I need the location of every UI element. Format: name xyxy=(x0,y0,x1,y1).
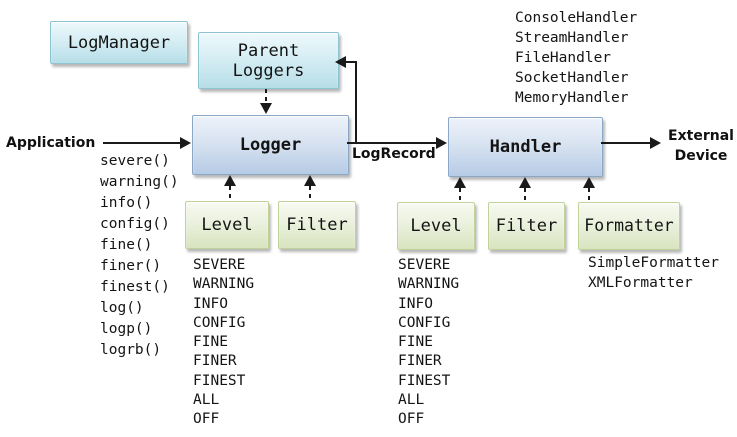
list-item: FINER xyxy=(398,353,442,370)
formatter-to-handler-arrowhead-icon xyxy=(583,177,595,188)
logger-levels-list: SEVERE WARNING INFO CONFIG FINE FINER FINEST AL… xyxy=(193,256,254,430)
list-item: CONFIG xyxy=(193,314,246,331)
list-item: OFF xyxy=(193,411,220,428)
list-item: Device xyxy=(674,148,728,164)
logger-label: Logger xyxy=(239,135,302,155)
list-item: FINEST xyxy=(193,372,246,389)
application-to-logger-arrowhead-icon xyxy=(180,137,191,149)
list-item: Loggers xyxy=(232,60,305,81)
list-item: ALL xyxy=(193,392,220,409)
list-item: ALL xyxy=(398,392,425,409)
handler-levels-list: SEVERE WARNING INFO CONFIG FINE FINER FINEST AL… xyxy=(398,256,459,430)
list-item: WARNING xyxy=(193,276,255,293)
list-item: WARNING xyxy=(398,276,460,293)
level-to-logger-arrowhead-icon xyxy=(224,175,236,186)
list-item: FileHandler xyxy=(515,50,612,66)
level-to-handler-dashed-line xyxy=(459,188,461,202)
logger-filter-label: Filter xyxy=(286,215,348,235)
list-item: fine() xyxy=(100,237,153,253)
list-item: info() xyxy=(100,195,153,211)
list-item: OFF xyxy=(398,411,425,428)
handler-to-external-line xyxy=(601,142,650,144)
list-item: SimpleFormatter xyxy=(588,255,719,271)
level-to-logger-dashed-line xyxy=(229,186,231,201)
list-item: StreamHandler xyxy=(515,30,629,46)
list-item: INFO xyxy=(398,295,433,312)
list-item: FINEST xyxy=(398,372,451,389)
application-to-logger-line xyxy=(103,142,180,144)
filter-to-logger-dashed-line xyxy=(309,186,311,201)
list-item: SEVERE xyxy=(193,257,246,273)
logger-level-node: Level xyxy=(185,201,269,249)
filter-to-logger-arrowhead-icon xyxy=(304,175,316,186)
list-item: FINE xyxy=(193,334,228,351)
list-item: MemoryHandler xyxy=(515,90,629,106)
list-item: XMLFormatter xyxy=(588,275,693,291)
list-item: INFO xyxy=(193,295,228,312)
list-item: logp() xyxy=(100,321,153,337)
formatter-to-handler-dashed-line xyxy=(588,188,590,202)
handler-node: Handler xyxy=(448,117,603,177)
list-item: config() xyxy=(100,216,170,232)
logger-filter-node: Filter xyxy=(278,201,356,249)
handler-filter-label: Filter xyxy=(495,216,558,236)
list-item: FINER xyxy=(193,353,237,370)
handler-level-label: Level xyxy=(410,216,462,236)
list-item: finest() xyxy=(100,279,170,295)
logger-to-parent-horizontal-line xyxy=(346,61,357,63)
list-item: External xyxy=(668,128,734,144)
list-item: Parent xyxy=(237,40,300,61)
logger-to-handler-arrowhead-icon xyxy=(436,137,447,149)
logger-level-label: Level xyxy=(201,215,253,235)
filter-to-handler-dashed-line xyxy=(524,188,526,202)
list-item: CONFIG xyxy=(398,314,451,331)
list-item: warning() xyxy=(100,174,179,190)
handler-to-external-arrowhead-icon xyxy=(650,137,661,149)
logger-to-parent-vertical-line xyxy=(355,61,357,144)
logger-node: Logger xyxy=(192,115,349,175)
log-manager-label: LogManager xyxy=(67,32,171,53)
list-item: ConsoleHandler xyxy=(515,10,638,26)
list-item: SocketHandler xyxy=(515,70,629,86)
logger-methods-list: severe() warning() info() config() fine() fin… xyxy=(100,151,179,361)
list-item: severe() xyxy=(100,153,170,169)
list-item: logrb() xyxy=(100,342,162,358)
log-record-label: LogRecord xyxy=(352,146,436,162)
logger-to-parent-arrowhead-icon xyxy=(335,56,346,68)
handler-label: Handler xyxy=(489,137,562,157)
handler-level-node: Level xyxy=(397,202,475,250)
list-item: log() xyxy=(100,300,144,316)
logger-to-handler-line xyxy=(347,142,436,144)
handler-filter-node: Filter xyxy=(488,202,565,250)
log-manager-node: LogManager xyxy=(50,21,188,64)
handler-formatter-label: Formatter xyxy=(584,216,674,235)
filter-to-handler-arrowhead-icon xyxy=(519,177,531,188)
list-item: SEVERE xyxy=(398,257,451,273)
parent-to-logger-arrowhead-icon xyxy=(260,103,272,114)
level-to-handler-arrowhead-icon xyxy=(454,177,466,188)
list-item: FINE xyxy=(398,334,433,351)
handler-formatter-node: Formatter xyxy=(578,202,680,250)
list-item: finer() xyxy=(100,258,162,274)
parent-to-logger-dashed-line xyxy=(265,89,267,103)
application-label: Application xyxy=(6,135,96,151)
